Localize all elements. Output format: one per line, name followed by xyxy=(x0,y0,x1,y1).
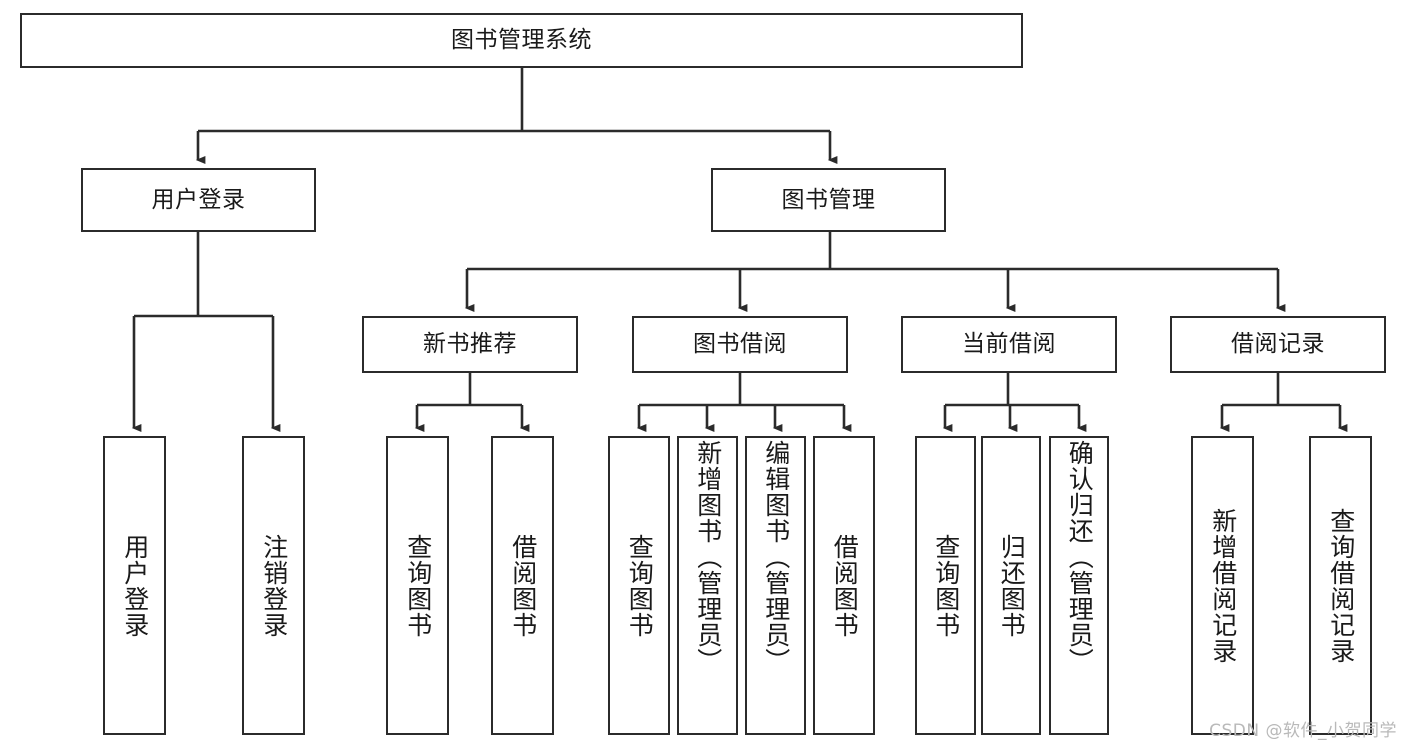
node-leaf-query-book-1[interactable]: 查询图书 xyxy=(386,436,449,735)
node-leaf-query-record[interactable]: 查询借阅记录 xyxy=(1309,436,1372,735)
node-leaf-query-book-2-label: 查询图书 xyxy=(625,533,655,638)
node-leaf-add-book[interactable]: 新增图书（管理员） xyxy=(677,436,738,735)
node-borrow-record-label: 借阅记录 xyxy=(1231,331,1325,357)
node-leaf-borrow-book-1-label: 借阅图书 xyxy=(508,533,538,638)
node-new-book-rec-label: 新书推荐 xyxy=(423,331,517,357)
node-leaf-query-record-label: 查询借阅记录 xyxy=(1326,507,1356,664)
node-leaf-logout[interactable]: 注销登录 xyxy=(242,436,305,735)
node-borrow-record[interactable]: 借阅记录 xyxy=(1170,316,1386,373)
node-user-login-label: 用户登录 xyxy=(151,186,246,213)
node-leaf-query-book-3-label: 查询图书 xyxy=(931,533,961,638)
node-leaf-query-book-3[interactable]: 查询图书 xyxy=(915,436,976,735)
node-leaf-query-book-2[interactable]: 查询图书 xyxy=(608,436,670,735)
node-root[interactable]: 图书管理系统 xyxy=(20,13,1023,68)
node-new-book-rec[interactable]: 新书推荐 xyxy=(362,316,578,373)
node-leaf-return-book[interactable]: 归还图书 xyxy=(981,436,1041,735)
node-book-borrow-label: 图书借阅 xyxy=(693,331,787,357)
node-book-manage[interactable]: 图书管理 xyxy=(711,168,946,232)
node-leaf-user-login-label: 用户登录 xyxy=(120,533,150,638)
node-leaf-return-book-label: 归还图书 xyxy=(997,533,1027,638)
node-book-borrow[interactable]: 图书借阅 xyxy=(632,316,848,373)
node-user-login[interactable]: 用户登录 xyxy=(81,168,316,232)
node-leaf-query-book-1-label: 查询图书 xyxy=(403,533,433,638)
node-leaf-borrow-book-2-label: 借阅图书 xyxy=(830,533,860,638)
node-leaf-add-record[interactable]: 新增借阅记录 xyxy=(1191,436,1254,735)
node-current-borrow-label: 当前借阅 xyxy=(962,331,1056,357)
node-leaf-add-record-label: 新增借阅记录 xyxy=(1208,507,1238,664)
node-current-borrow[interactable]: 当前借阅 xyxy=(901,316,1117,373)
node-leaf-confirm-return[interactable]: 确认归还（管理员） xyxy=(1049,436,1109,735)
node-leaf-logout-label: 注销登录 xyxy=(259,533,289,638)
node-leaf-edit-book-label: 编辑图书（管理员） xyxy=(761,440,791,674)
node-leaf-add-book-label: 新增图书（管理员） xyxy=(693,440,723,674)
node-leaf-confirm-return-label: 确认归还（管理员） xyxy=(1065,440,1095,674)
node-leaf-borrow-book-2[interactable]: 借阅图书 xyxy=(813,436,875,735)
node-leaf-edit-book[interactable]: 编辑图书（管理员） xyxy=(745,436,806,735)
node-leaf-borrow-book-1[interactable]: 借阅图书 xyxy=(491,436,554,735)
node-book-manage-label: 图书管理 xyxy=(781,186,876,213)
node-root-label: 图书管理系统 xyxy=(451,27,592,53)
node-leaf-user-login[interactable]: 用户登录 xyxy=(103,436,166,735)
